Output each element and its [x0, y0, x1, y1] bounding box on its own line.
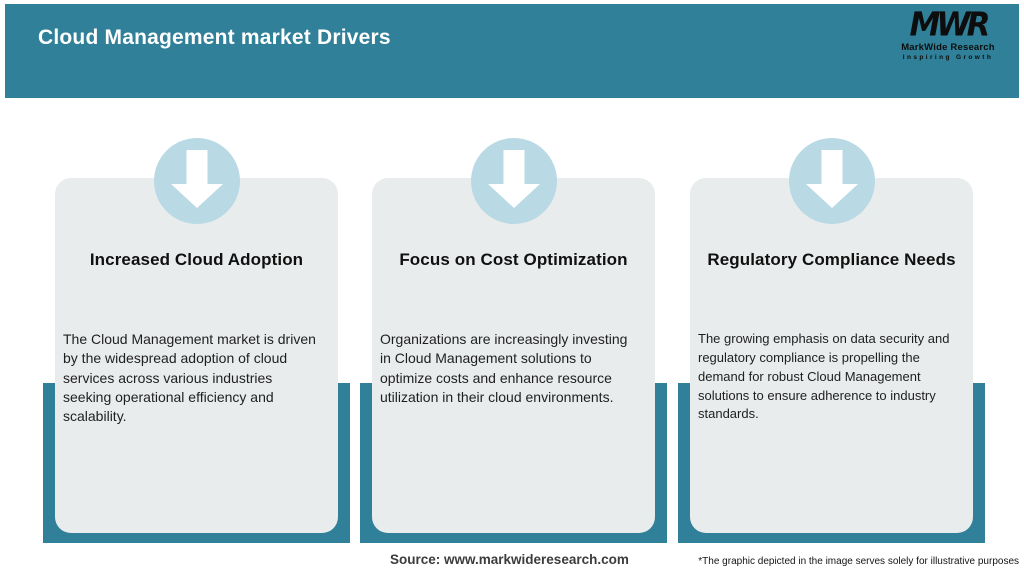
card-panel	[55, 178, 338, 533]
arrow-head	[805, 184, 858, 208]
header-bar: Cloud Management market Drivers MWR Mark…	[5, 4, 1019, 98]
card-title: Regulatory Compliance Needs	[707, 250, 956, 269]
driver-card-focus-on-cost-optimization: Focus on Cost Optimization Organizations…	[360, 130, 667, 546]
arrow-stem	[503, 150, 524, 184]
arrow-head	[487, 184, 540, 208]
card-body-text: The Cloud Management market is driven by…	[63, 331, 316, 425]
logo-company-name: MarkWide Research	[901, 42, 995, 53]
arrow-down-icon	[788, 138, 875, 224]
arrow-down-icon	[470, 138, 557, 224]
markwide-logo: MWR MarkWide Research Inspiring Growth	[893, 6, 1003, 61]
arrow-stem	[186, 150, 207, 184]
logo-tagline: Inspiring Growth	[902, 54, 994, 61]
driver-card-increased-cloud-adoption: Increased Cloud Adoption The Cloud Manag…	[43, 130, 350, 546]
arrow-down-icon	[153, 138, 240, 224]
card-panel	[690, 178, 973, 533]
arrow-stem	[821, 150, 842, 184]
arrow-head	[170, 184, 223, 208]
card-body-text: Organizations are increasingly investing…	[380, 331, 628, 405]
card-title: Focus on Cost Optimization	[399, 250, 628, 269]
card-title: Increased Cloud Adoption	[89, 250, 304, 269]
disclaimer-note: *The graphic depicted in the image serve…	[698, 556, 1019, 567]
source-credit: Source: www.markwideresearch.com	[390, 552, 629, 567]
card-body-text: The growing emphasis on data security an…	[698, 331, 950, 422]
page-title: Cloud Management market Drivers	[38, 26, 391, 49]
logo-monogram: MWR	[909, 6, 991, 44]
driver-card-regulatory-compliance-needs: Regulatory Compliance Needs The growing …	[678, 130, 985, 546]
card-panel	[372, 178, 655, 533]
